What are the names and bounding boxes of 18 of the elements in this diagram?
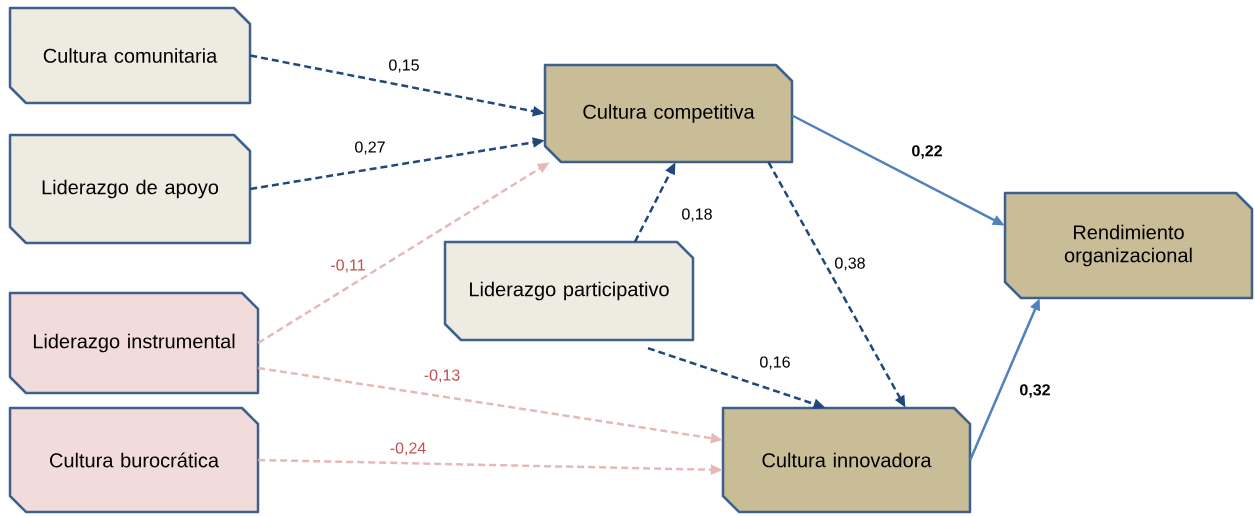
edge-label: -0,11 [329, 258, 367, 274]
process-box: Cultura burocrática [8, 406, 260, 514]
process-box: Liderazgo participativo [443, 240, 695, 342]
edge-label: 0,15 [387, 58, 421, 74]
process-box: Cultura comunitaria [8, 6, 252, 105]
process-box: Cultura innovadora [721, 406, 972, 514]
edge-label: 0,38 [833, 256, 867, 272]
edge-label: -0,13 [422, 368, 462, 384]
edge-label: 0,22 [910, 144, 944, 160]
edge-label: 0,27 [353, 140, 387, 156]
edge-label: 0,18 [680, 207, 714, 223]
process-box: Cultura competitiva [543, 63, 794, 164]
process-box: Liderazgo instrumental [8, 291, 260, 395]
edge-label: -0,24 [388, 441, 428, 457]
process-box: Rendimiento organizacional [1003, 191, 1254, 300]
edge-label: 0,32 [1018, 383, 1052, 399]
process-box: Liderazgo de apoyo [8, 133, 252, 245]
edge-label: 0,16 [758, 355, 792, 371]
